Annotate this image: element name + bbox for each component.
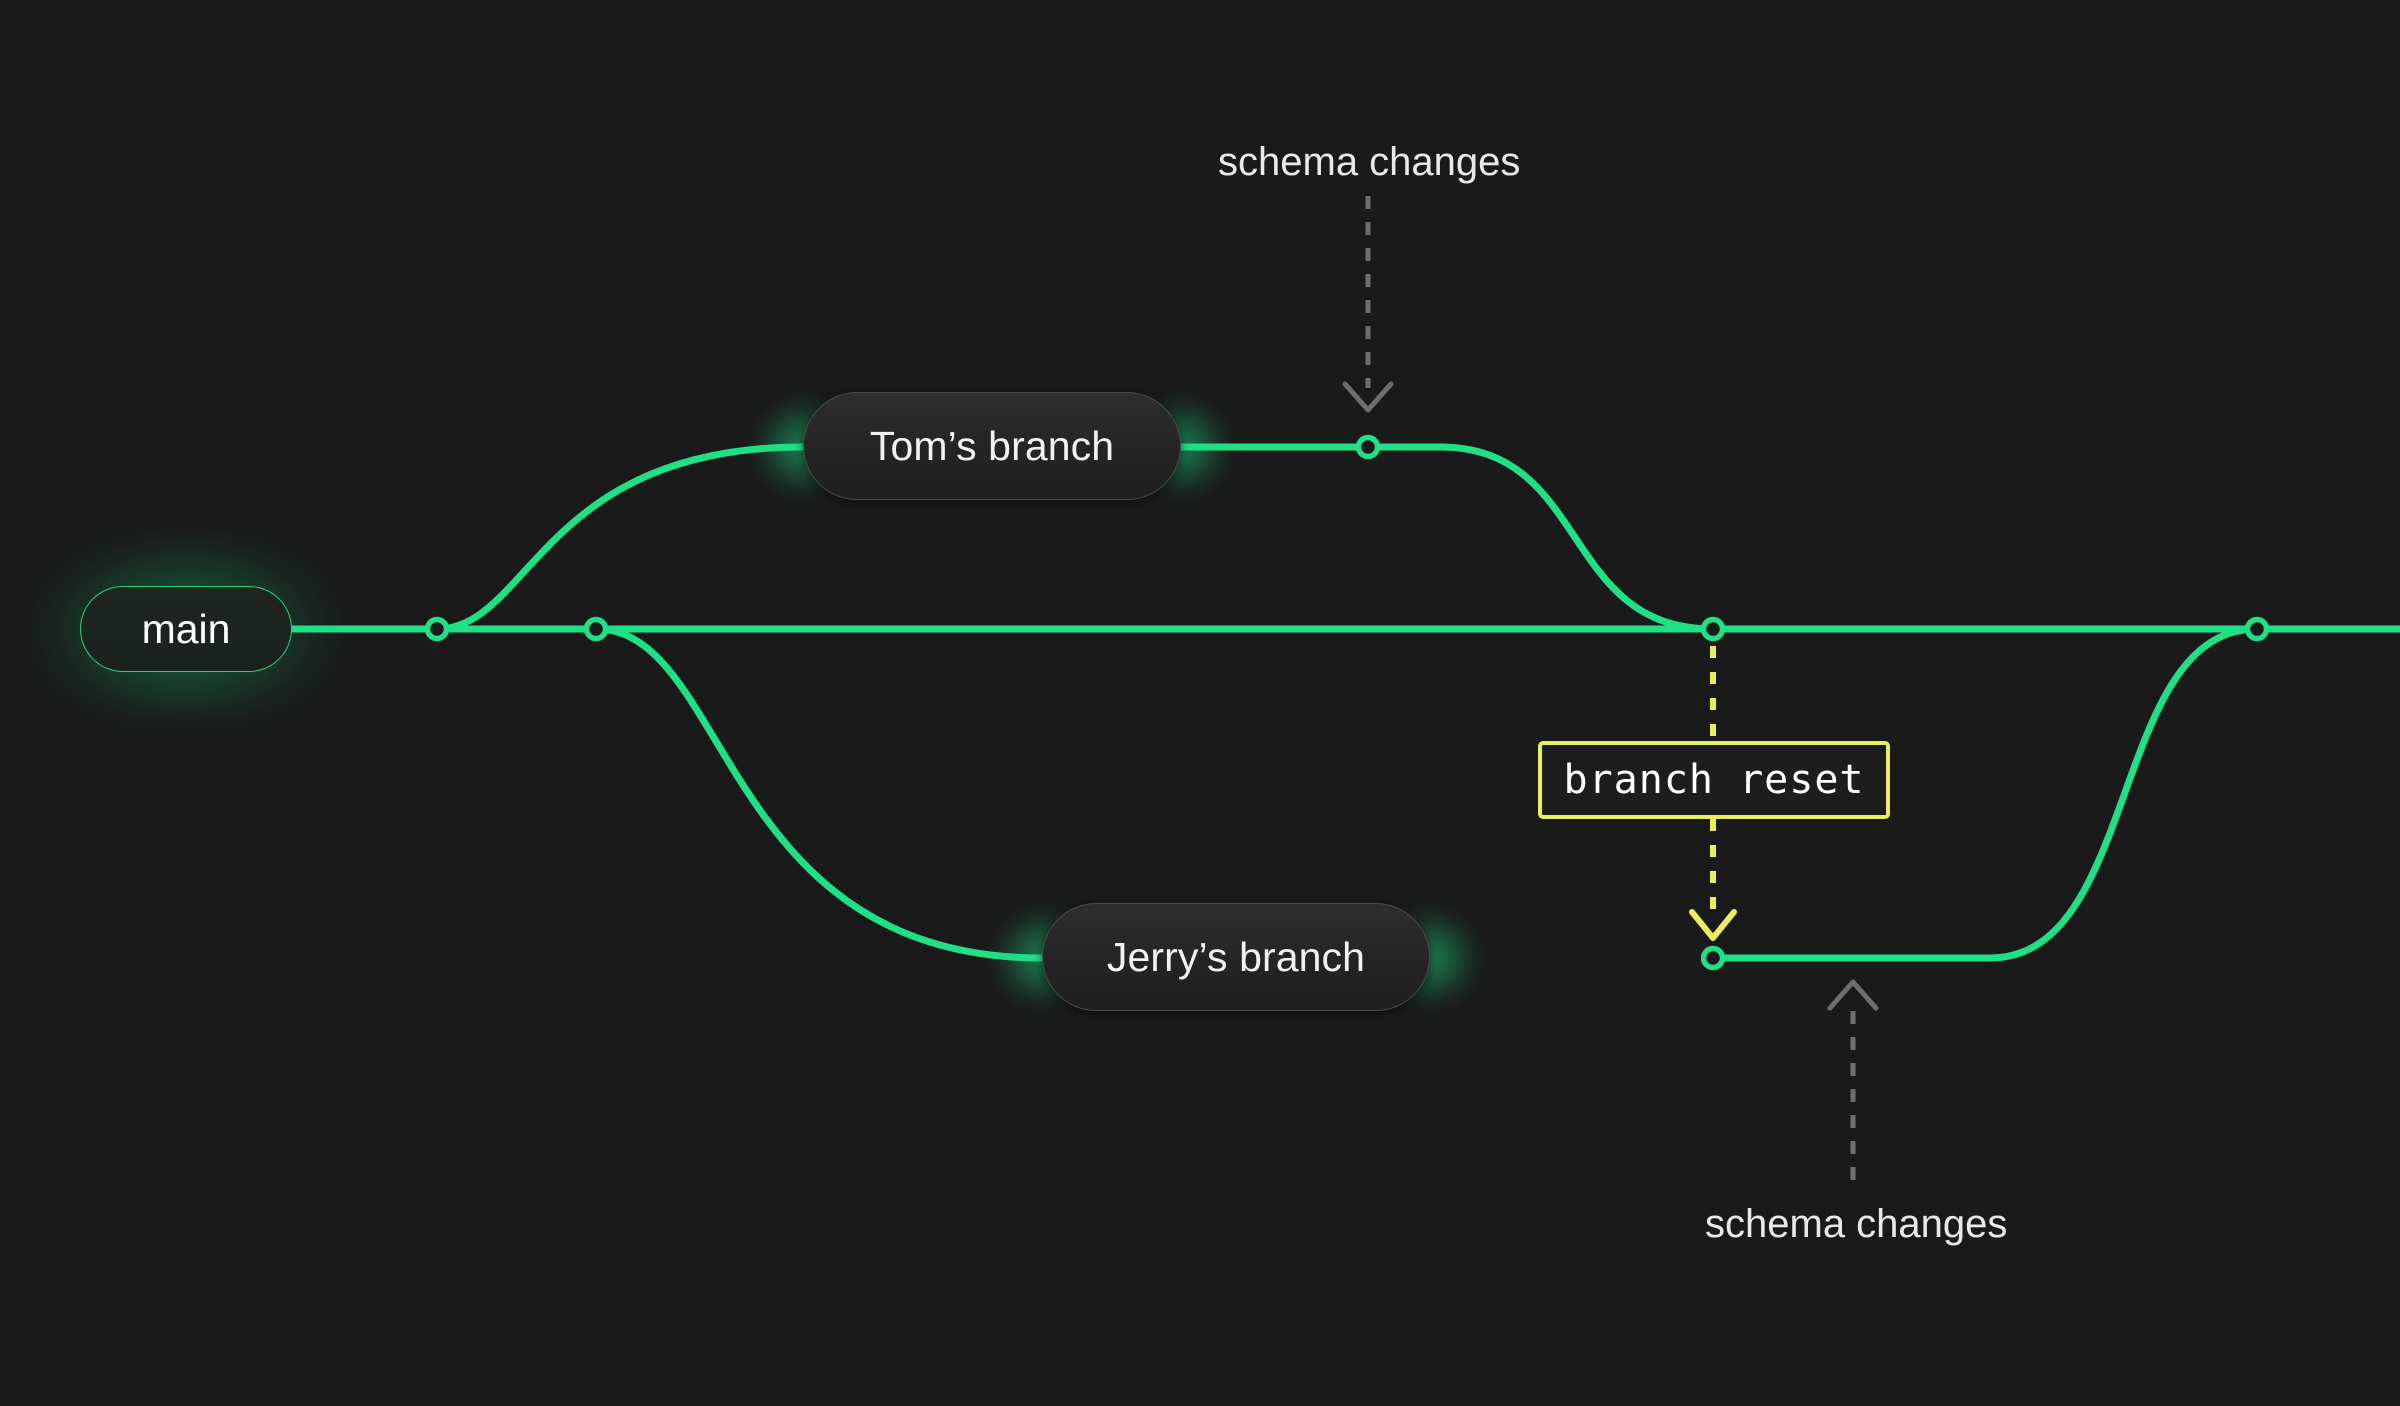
edge-tom-branch-out bbox=[433, 443, 807, 633]
edge-jerry-branch-out bbox=[592, 625, 1046, 962]
branch-reset-arrowhead-icon bbox=[1689, 909, 1737, 941]
commit-node-jerry-reset-target[interactable] bbox=[1700, 945, 1726, 971]
branch-pill-main-label: main bbox=[141, 605, 231, 652]
branch-reset-callout[interactable]: branch reset bbox=[1538, 741, 1890, 819]
edge-tom-merge bbox=[1436, 443, 1717, 633]
commit-node-main-jerry-branch-point[interactable] bbox=[583, 616, 609, 642]
commit-node-main-tom-branch-point[interactable] bbox=[424, 616, 450, 642]
edge-jerry-merge bbox=[1709, 625, 2261, 962]
branch-pill-tom-label: Tom’s branch bbox=[869, 422, 1115, 469]
commit-node-main-jerry-merge[interactable] bbox=[2244, 616, 2270, 642]
branch-pill-main[interactable]: main bbox=[80, 586, 292, 672]
branch-pill-tom[interactable]: Tom’s branch bbox=[803, 392, 1181, 500]
schema-changes-top-arrowhead-icon bbox=[1342, 381, 1394, 413]
annotation-label-schema-changes-bottom: schema changes bbox=[1705, 1202, 2008, 1246]
annotation-label-schema-changes-top: schema changes bbox=[1218, 140, 1521, 184]
branch-pill-jerry[interactable]: Jerry’s branch bbox=[1042, 903, 1430, 1011]
commit-node-main-tom-merge[interactable] bbox=[1700, 616, 1726, 642]
schema-changes-bottom-arrowhead-icon bbox=[1827, 979, 1879, 1011]
commit-node-tom-schema-changes[interactable] bbox=[1355, 434, 1381, 460]
branch-pill-jerry-label: Jerry’s branch bbox=[1106, 933, 1366, 980]
branch-reset-label: branch reset bbox=[1563, 757, 1865, 803]
